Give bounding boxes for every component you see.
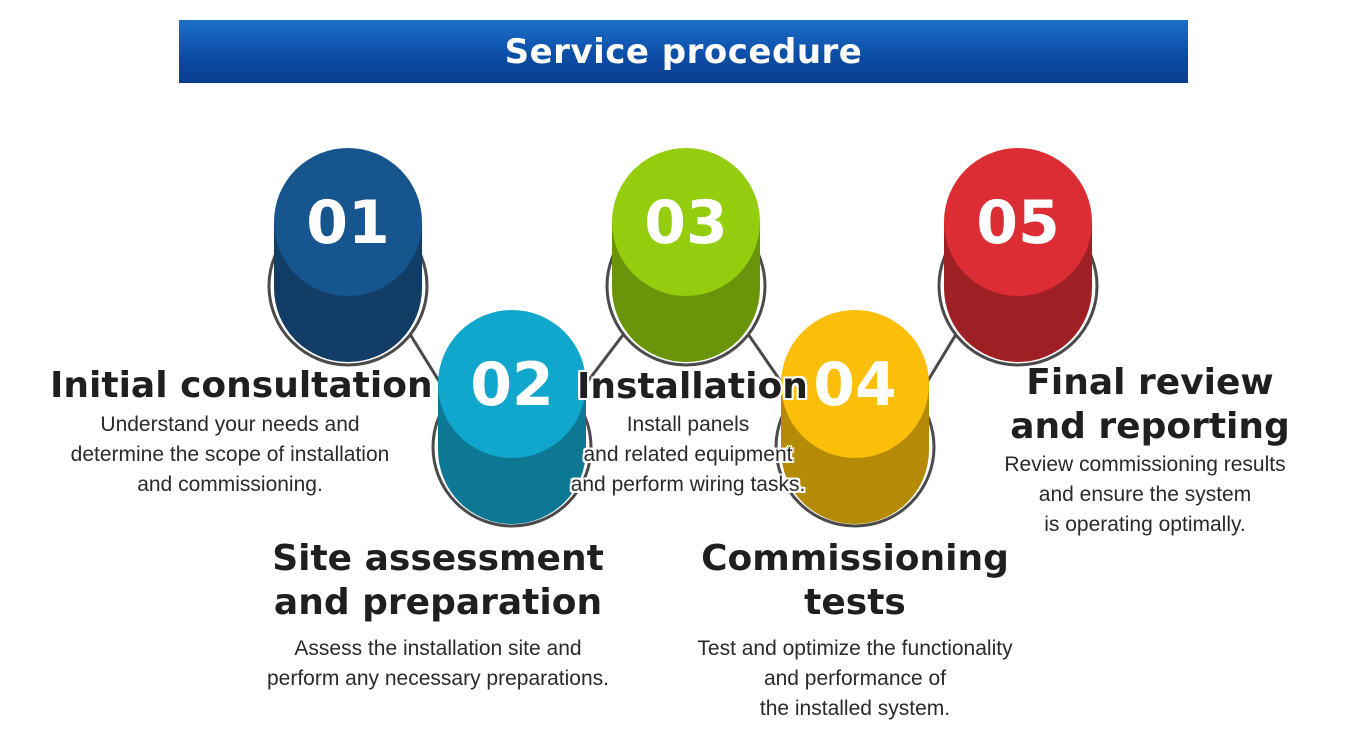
step-1-cylinder: 01 — [267, 148, 429, 367]
step-4-heading: Commissioning tests — [685, 537, 1025, 625]
step-1-heading-line: Initial consultation — [50, 365, 433, 406]
step-1-description: Understand your needs and determine the … — [30, 410, 430, 500]
step-5-number: 05 — [976, 188, 1060, 258]
step-2-number: 02 — [470, 350, 554, 420]
step-4-description-line: the installed system. — [759, 697, 951, 720]
step-5-heading: Final review and reporting — [990, 361, 1310, 449]
step-3-description-line: and perform wiring tasks. — [570, 473, 806, 496]
step-3-description-line: and related equipment — [583, 443, 793, 466]
step-3-heading: Installation — [577, 365, 808, 409]
step-1-description-line: and commissioning. — [137, 473, 323, 496]
step-4-number: 04 — [813, 350, 897, 420]
step-3-cylinder-top — [612, 148, 760, 296]
step-3-description-line: Install panels — [626, 413, 750, 436]
step-2-cylinder-top — [438, 310, 586, 458]
page-title: Service procedure — [504, 31, 863, 72]
step-4-cylinder-top — [781, 310, 929, 458]
step-3-heading-line: Installation — [577, 366, 808, 407]
step-2-cylinder: 02 — [431, 310, 593, 528]
step-3-number: 03 — [644, 188, 728, 258]
step-4-description: Test and optimize the functionality and … — [655, 634, 1055, 724]
step-5-description: Review commissioning results and ensure … — [970, 450, 1320, 540]
step-4-cylinder: 04 — [774, 310, 936, 528]
step-1-cylinder-top — [274, 148, 422, 296]
step-5-cylinder-top — [944, 148, 1092, 296]
step-4-description-line: Test and optimize the functionality — [697, 637, 1013, 660]
step-2-description-line: perform any necessary preparations. — [267, 667, 609, 690]
step-5-heading-line: and reporting — [1010, 405, 1290, 447]
step-5-cylinder: 05 — [937, 148, 1099, 367]
step-2-description-line: Assess the installation site and — [294, 637, 582, 660]
step-1-heading: Initial consultation — [50, 364, 433, 408]
step-3-cylinder: 03 — [605, 148, 767, 367]
step-1-number: 01 — [306, 188, 390, 258]
step-4-heading-line: tests — [804, 581, 906, 623]
step-1-description-line: determine the scope of installation — [70, 443, 390, 466]
step-5-heading-line: Final review — [1026, 362, 1274, 403]
step-5-description-line: and ensure the system — [1038, 483, 1252, 506]
step-5-description-line: is operating optimally. — [1044, 513, 1246, 536]
step-3-description: Install panels and related equipment and… — [538, 410, 838, 500]
step-2-description: Assess the installation site and perform… — [228, 634, 648, 694]
step-5-description-line: Review commissioning results — [1004, 453, 1286, 476]
step-2-heading-line: and preparation — [273, 581, 603, 623]
step-4-description-line: and performance of — [763, 667, 947, 690]
step-2-heading: Site assessment and preparation — [238, 537, 638, 625]
step-1-description-line: Understand your needs and — [100, 413, 360, 436]
title-banner: Service procedure — [179, 20, 1188, 83]
step-2-heading-line: Site assessment — [272, 538, 604, 579]
step-4-heading-line: Commissioning — [701, 538, 1009, 579]
